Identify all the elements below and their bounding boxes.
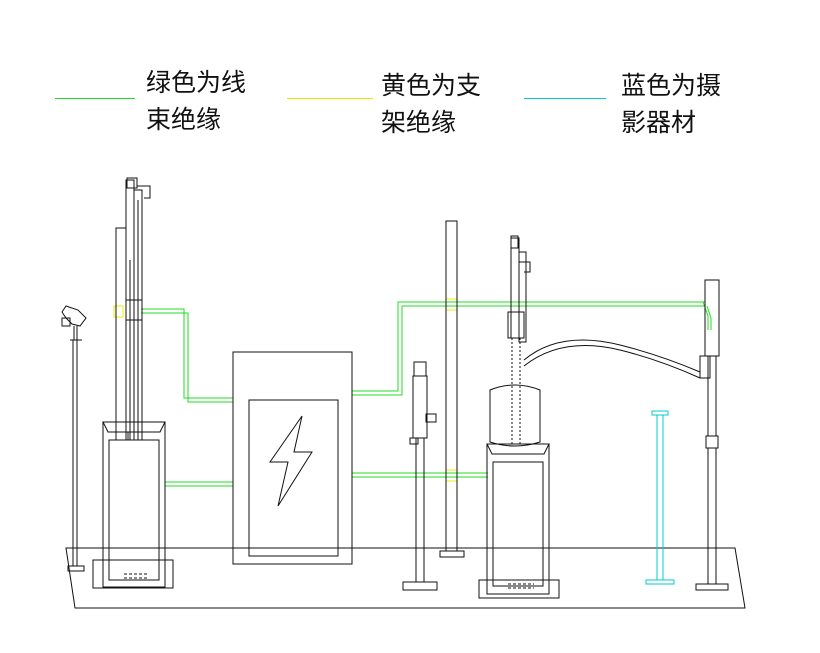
green-cable-bundle-upper-left [141, 308, 233, 403]
legend-swatch-cyan [524, 98, 606, 99]
right-charging-pile [478, 235, 701, 599]
lightning-bolt-icon [269, 415, 313, 507]
left-charging-pile [92, 177, 174, 589]
left-camera-tripod [61, 305, 87, 572]
legend-label-yellow: 黄色为支 架绝缘 [381, 67, 481, 141]
base-platform [65, 547, 746, 609]
yellow-insulator-mid-bottom [445, 469, 458, 482]
middle-support-post [439, 220, 465, 558]
legend-label-green-line1: 绿色为线 [146, 68, 247, 97]
legend-label-yellow-line1: 黄色为支 [381, 71, 482, 100]
legend-label-yellow-line2: 架绝缘 [381, 108, 457, 137]
legend-swatch-yellow [287, 98, 373, 99]
green-cable-bundle-middle [352, 301, 712, 478]
legend-label-cyan-line2: 影器材 [621, 108, 697, 137]
small-camera-stand [402, 361, 438, 591]
legend-label-green: 绿色为线 束绝缘 [146, 64, 246, 138]
yellow-insulator-left [113, 305, 124, 318]
green-cable-bundle-lower-left [165, 481, 233, 487]
legend-swatch-green [55, 98, 135, 99]
legend-label-cyan-line1: 蓝色为摄 [621, 71, 722, 100]
yellow-insulator-mid-top [445, 298, 458, 311]
cyan-camera-stand [645, 410, 675, 585]
legend-label-green-line2: 束绝缘 [146, 105, 222, 134]
right-support-post [695, 279, 729, 591]
power-cabinet [232, 351, 353, 565]
legend-label-cyan: 蓝色为摄 影器材 [621, 67, 721, 141]
